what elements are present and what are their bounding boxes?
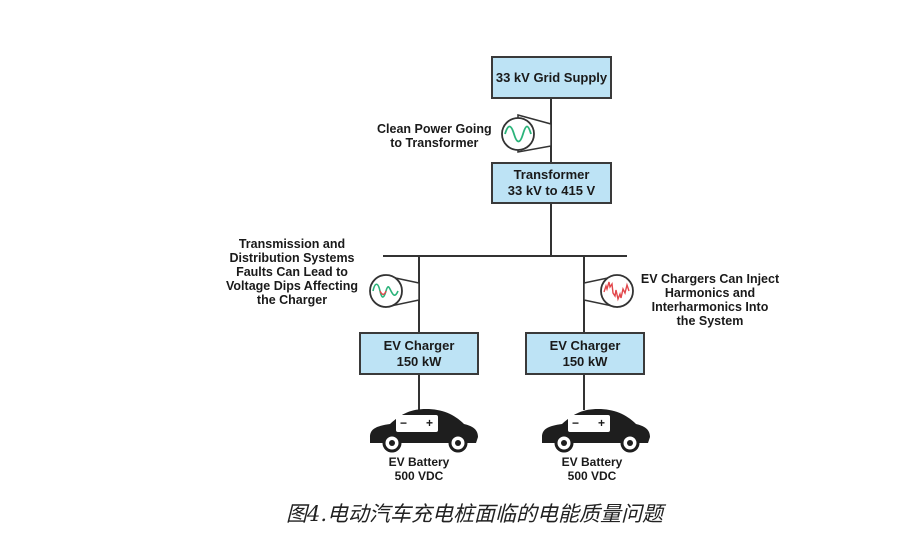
ev-charger-right-title: EV Charger [549,337,621,353]
harmonics-line1: EV Chargers Can Inject [640,272,780,286]
grid-supply-box: 33 kV Grid Supply [491,56,612,99]
ev-battery-right-voltage: 500 VDC [567,469,617,483]
battery-plus-left: + [426,416,434,430]
harmonics-label: EV Chargers Can Inject Harmonics and Int… [638,272,782,328]
harmonic-wave [603,281,630,302]
clean-power-line2: to Transformer [390,136,479,150]
ev-battery-left-title: EV Battery [388,455,450,469]
battery-plus-right: + [598,416,606,430]
dip-wave-red [379,290,387,296]
ev-battery-left-label: EV Battery 500 VDC [379,455,459,483]
ev-battery-left-voltage: 500 VDC [394,469,444,483]
battery-minus-left: − [400,416,408,430]
ev-charger-right-rating: 150 kW [562,353,608,369]
ev-charger-left-title: EV Charger [383,337,455,353]
ev-charger-right: EV Charger 150 kW [525,332,645,375]
fault-label: Transmission and Distribution Systems Fa… [222,237,362,307]
fault-line5: the Charger [256,293,328,307]
ev-car-right [542,409,650,453]
clean-power-label: Clean Power Going to Transformer [377,122,492,150]
fault-line1: Transmission and [238,237,346,251]
battery-minus-right: − [572,416,580,430]
grid-supply-label: 33 kV Grid Supply [495,69,608,85]
harmonics-line3: Interharmonics Into [651,300,769,314]
ev-battery-right-title: EV Battery [561,455,623,469]
transformer-box: Transformer 33 kV to 415 V [491,162,612,204]
harmonics-magnifier [583,274,634,308]
voltage-dip-magnifier [369,274,420,308]
ev-charger-left: EV Charger 150 kW [359,332,479,375]
clean-sine-wave [504,125,532,143]
figure-caption: 图4.电动汽车充电桩面临的电能质量问题 [286,502,664,526]
transformer-rating: 33 kV to 415 V [507,183,596,198]
ev-battery-right-label: EV Battery 500 VDC [552,455,632,483]
fault-line4: Voltage Dips Affecting [226,279,358,293]
fault-line3: Faults Can Lead to [236,265,348,279]
clean-power-magnifier [501,114,552,153]
fault-line2: Distribution Systems [229,251,355,265]
harmonics-line2: Harmonics and [664,286,756,300]
ev-car-left [370,409,478,453]
harmonics-line4: the System [676,314,744,328]
clean-power-line1: Clean Power Going [377,122,492,136]
ev-charger-left-rating: 150 kW [396,353,442,369]
transformer-title: Transformer [513,167,590,182]
